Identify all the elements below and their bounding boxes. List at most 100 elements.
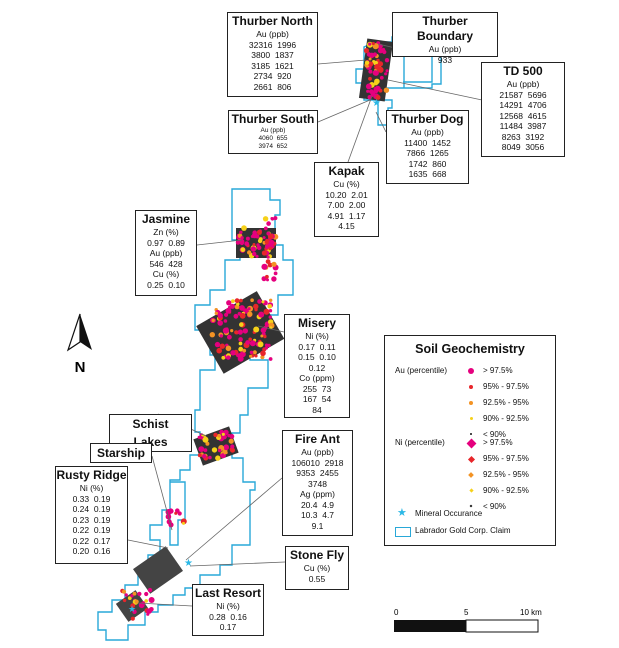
callout-value: 0.17 xyxy=(219,622,237,632)
soil-sample-dot xyxy=(266,221,271,226)
soil-sample-dot xyxy=(256,245,262,251)
soil-sample-dot xyxy=(271,276,277,282)
soil-sample-dot xyxy=(197,453,202,458)
soil-sample-dot xyxy=(216,347,222,354)
soil-sample-dot xyxy=(224,451,228,455)
soil-sample-dot xyxy=(219,334,223,338)
claim-box-icon xyxy=(395,527,411,537)
soil-sample-dot xyxy=(217,433,222,438)
soil-sample-dot xyxy=(269,298,273,302)
callout-misery: Misery Ni (%) 0.17 0.11 0.15 0.10 0.12 C… xyxy=(284,314,350,418)
callout-unit: Au (ppb) xyxy=(256,29,289,39)
soil-sample-dot xyxy=(174,511,178,515)
callout-unit: Au (ppb) xyxy=(149,248,183,258)
soil-sample-dot xyxy=(239,230,243,234)
label-schist-lakes: Schist Lakes xyxy=(109,414,192,452)
callout-unit: Au (ppb) xyxy=(260,127,286,134)
soil-sample-dot xyxy=(221,432,225,436)
callout-td-500: TD 500 Au (ppb) 21587 5696 14291 4706 12… xyxy=(481,62,565,157)
soil-sample-dot xyxy=(202,454,207,459)
soil-sample-dot xyxy=(254,354,258,358)
callout-value: 32316 1996 xyxy=(248,39,297,50)
soil-sample-dot xyxy=(267,243,272,248)
soil-sample-dot xyxy=(257,299,262,304)
soil-sample-dot xyxy=(379,75,384,80)
callout-value: 8263 3192 xyxy=(501,131,545,142)
soil-sample-dot xyxy=(217,448,222,453)
callout-value: 2661 806 xyxy=(253,81,292,92)
callout-title: Thurber South xyxy=(231,112,315,126)
callout-kapak: Kapak Cu (%) 10.20 2.01 7.00 2.00 4.91 1… xyxy=(314,162,379,237)
soil-sample-dot xyxy=(260,350,266,357)
soil-sample-dot xyxy=(205,441,210,446)
soil-sample-dot xyxy=(240,236,244,240)
soil-sample-dot xyxy=(215,455,221,461)
soil-sample-dot xyxy=(242,348,247,353)
soil-sample-dot xyxy=(265,259,271,264)
soil-sample-dot xyxy=(384,58,390,63)
soil-sample-dot xyxy=(214,311,218,315)
soil-sample-dot xyxy=(228,438,234,444)
callout-value: 10.20 2.01 xyxy=(325,189,368,200)
callout-value: 21587 5696 xyxy=(499,89,547,100)
soil-sample-dot xyxy=(122,598,127,603)
soil-sample-dot xyxy=(230,329,234,333)
callout-value: 0.12 xyxy=(308,362,326,373)
soil-sample-dot xyxy=(147,587,153,593)
soil-sample-dot xyxy=(124,593,128,597)
soil-sample-dot xyxy=(242,328,248,334)
soil-sample-dot xyxy=(137,591,142,597)
soil-sample-dot xyxy=(265,274,269,279)
legend-ni-class: 92.5% - 95% xyxy=(483,470,529,479)
soil-sample-dot xyxy=(139,602,145,608)
callout-value: 7866 1265 xyxy=(406,148,449,158)
au-yellow-dot-icon xyxy=(470,417,473,420)
soil-sample-dot xyxy=(229,434,235,439)
callout-value: 0.23 0.19 xyxy=(72,514,111,525)
au-magenta-dot-icon xyxy=(468,368,474,374)
map-legend: Soil Geochemistry Au (percentile) > 97.5… xyxy=(384,335,556,546)
callout-value: 3185 1621 xyxy=(251,60,294,71)
callout-title: Stone Fly xyxy=(289,548,344,562)
callout-value: 20.4 4.9 xyxy=(300,499,335,510)
callout-thurber-dog: Thurber Dog Au (ppb) 11400 1452 7866 126… xyxy=(386,110,469,184)
soil-sample-dot xyxy=(211,447,218,453)
soil-sample-dot xyxy=(263,308,270,315)
callout-value: 12568 4615 xyxy=(499,110,547,121)
soil-sample-dot xyxy=(363,48,370,54)
soil-sample-dot xyxy=(230,447,235,453)
soil-sample-dot xyxy=(239,322,244,327)
callout-unit: Zn (%) xyxy=(153,227,179,237)
callout-unit: Cu (%) xyxy=(333,179,360,189)
callout-value: 3974 652 xyxy=(258,143,288,150)
callout-value: 9.1 xyxy=(311,520,324,531)
callout-last-resort: Last Resort Ni (%) 0.28 0.16 0.17 xyxy=(192,584,264,636)
soil-sample-dot xyxy=(264,346,268,350)
soil-sample-dot xyxy=(250,235,254,238)
soil-sample-dot xyxy=(375,94,381,100)
ni-black-diamond-icon xyxy=(469,504,473,508)
callout-title: Thurber Boundary xyxy=(416,14,473,43)
soil-sample-dot xyxy=(366,89,370,93)
soil-sample-dot xyxy=(263,226,268,231)
callout-value: 0.22 0.17 xyxy=(72,535,111,546)
callout-rusty-ridge: Rusty Ridge Ni (%) 0.33 0.19 0.24 0.19 0… xyxy=(55,466,128,564)
callout-value: 0.55 xyxy=(308,573,326,584)
legend-ni-class: 95% - 97.5% xyxy=(483,454,529,463)
soil-sample-dot xyxy=(372,52,377,57)
callout-thurber-boundary: Thurber Boundary Au (ppb) 933 xyxy=(392,12,498,65)
soil-sample-dot xyxy=(249,350,254,355)
soil-sample-dot xyxy=(121,589,127,594)
callout-value: 1742 860 xyxy=(408,158,447,169)
callout-value: 7.00 2.00 xyxy=(327,200,366,210)
soil-sample-dot xyxy=(252,243,256,246)
soil-sample-dot xyxy=(202,436,209,443)
callout-unit: Ni (%) xyxy=(79,483,104,493)
soil-sample-dot xyxy=(245,340,251,345)
soil-sample-dot xyxy=(250,246,257,252)
soil-sample-dot xyxy=(371,41,375,46)
callout-value: 0.15 0.10 xyxy=(298,352,336,362)
soil-sample-dot xyxy=(203,448,208,453)
legend-title: Soil Geochemistry xyxy=(415,342,525,356)
soil-sample-dot xyxy=(265,245,269,249)
